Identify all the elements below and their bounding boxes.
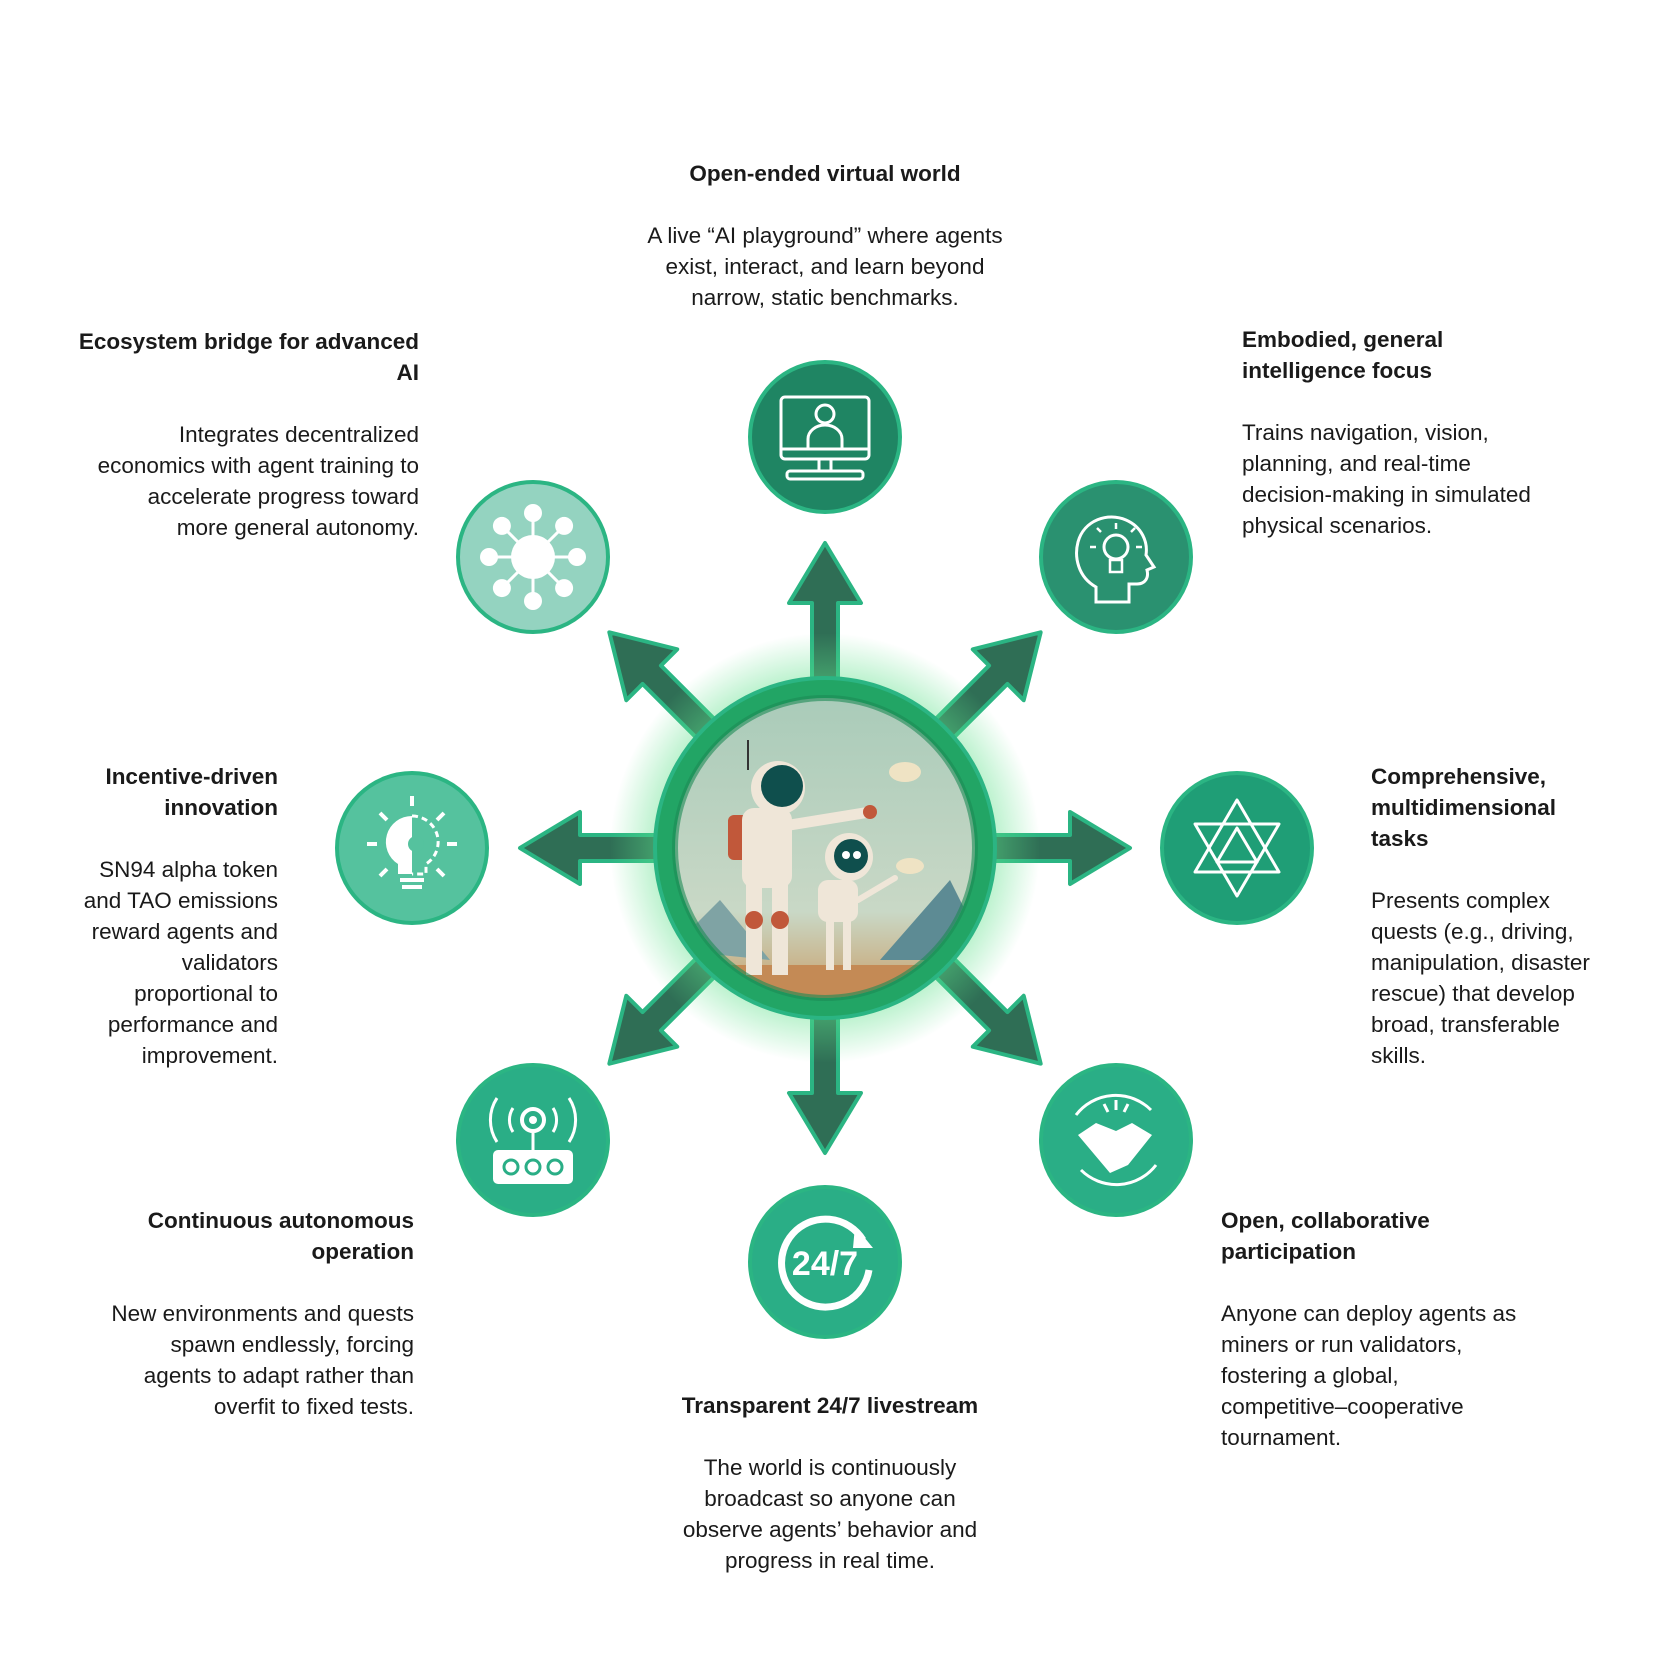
head-lightbulb-icon (1039, 480, 1193, 634)
star-of-david-triangle-icon (1160, 771, 1314, 925)
feature-top: Open-ended virtual world A live “AI playg… (615, 158, 1035, 313)
feature-title: Incentive-driven innovation (105, 764, 278, 820)
lightbulb-gear-icon (335, 771, 489, 925)
feature-description: A live “AI playground” where agents exis… (647, 223, 1003, 310)
feature-description: New environments and quests spawn endles… (111, 1301, 414, 1419)
feature-title: Embodied, general intelligence focus (1242, 327, 1444, 383)
feature-description: Integrates decentralized economics with … (97, 422, 419, 540)
feature-title: Transparent 24/7 livestream (681, 1393, 979, 1418)
feature-description: Trains navigation, vision, planning, and… (1242, 420, 1531, 538)
feature-title: Comprehensive, multidimensional tasks (1371, 764, 1557, 851)
feature-title: Continuous autonomous operation (147, 1208, 414, 1264)
handshake-cycle-icon (1039, 1063, 1193, 1217)
feature-top-left: Ecosystem bridge for advanced AI Integrat… (39, 326, 419, 543)
feature-title: Open, collaborative participation (1221, 1208, 1430, 1264)
feature-description: Anyone can deploy agents as miners or ru… (1221, 1301, 1517, 1450)
clock-24-7-icon: 24/7 (748, 1185, 902, 1339)
network-hub-icon (456, 480, 610, 634)
feature-description: SN94 alpha token and TAO emissions rewar… (83, 857, 278, 1068)
icon-label-24-7: 24/7 (792, 1245, 858, 1283)
feature-icons: 24/7 (335, 360, 1314, 1339)
feature-title: Ecosystem bridge for advanced AI (78, 329, 419, 385)
center-hub (610, 633, 1040, 1063)
broadcast-router-icon (456, 1063, 610, 1217)
feature-description: The world is continuously broadcast so a… (682, 1455, 978, 1573)
monitor-user-icon (748, 360, 902, 514)
feature-title: Open-ended virtual world (689, 161, 961, 186)
feature-description: Presents complex quests (e.g., driving, … (1371, 888, 1590, 1068)
